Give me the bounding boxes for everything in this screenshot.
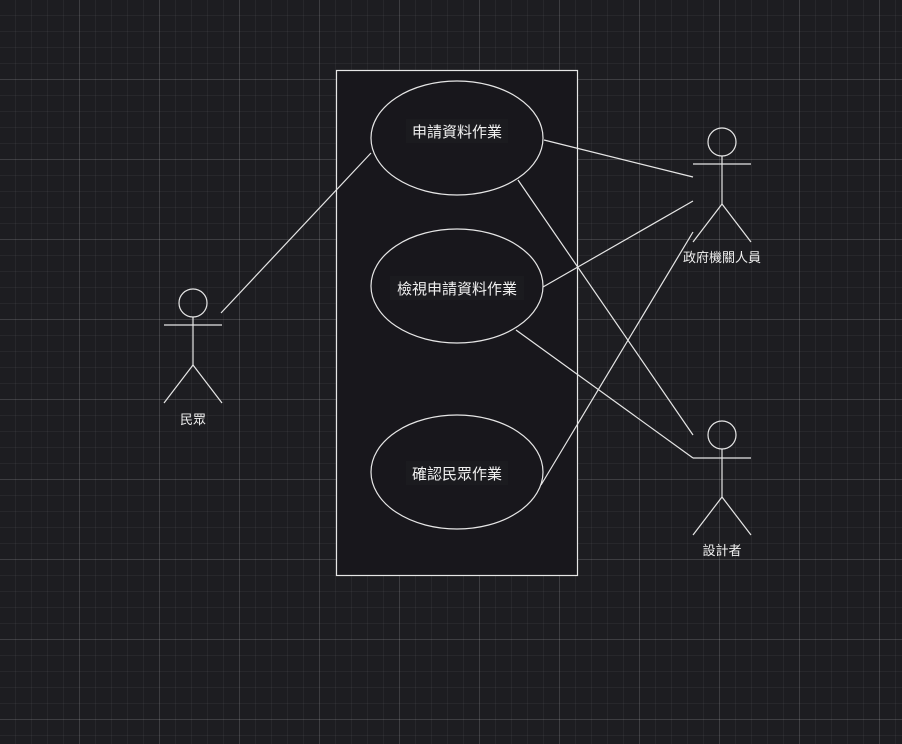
actor-designer[interactable]: 設計者 <box>692 420 752 559</box>
association-review-gov[interactable] <box>542 200 694 288</box>
use-case-label-bg <box>406 119 508 143</box>
association-apply-designer[interactable] <box>517 179 694 436</box>
stick-figure-icon <box>692 127 752 243</box>
actor-government-staff[interactable]: 政府機關人員 <box>683 127 761 266</box>
use-case-apply[interactable]: 申請資料作業 <box>370 80 544 196</box>
stick-figure-icon <box>163 288 223 404</box>
use-case-label: 檢視申請資料作業 <box>397 280 517 298</box>
association-confirm-gov[interactable] <box>540 231 694 486</box>
actor-citizen[interactable]: 民眾 <box>163 288 223 428</box>
use-case-label: 確認民眾作業 <box>412 465 502 483</box>
association-apply-gov[interactable] <box>543 139 694 178</box>
association-review-designer[interactable] <box>515 329 694 459</box>
associations <box>220 139 694 486</box>
use-case-review[interactable]: 檢視申請資料作業 <box>370 228 544 344</box>
association-citizen-apply[interactable] <box>220 152 372 314</box>
use-case-confirm[interactable]: 確認民眾作業 <box>370 414 544 530</box>
actor-label: 民眾 <box>180 413 206 428</box>
stick-figure-icon <box>692 420 752 536</box>
use-case-label: 申請資料作業 <box>412 123 502 141</box>
actor-label: 政府機關人員 <box>683 251 761 266</box>
actor-label: 設計者 <box>702 543 741 559</box>
use-case-label-bg <box>390 276 524 300</box>
use-case-label-bg <box>406 461 508 485</box>
